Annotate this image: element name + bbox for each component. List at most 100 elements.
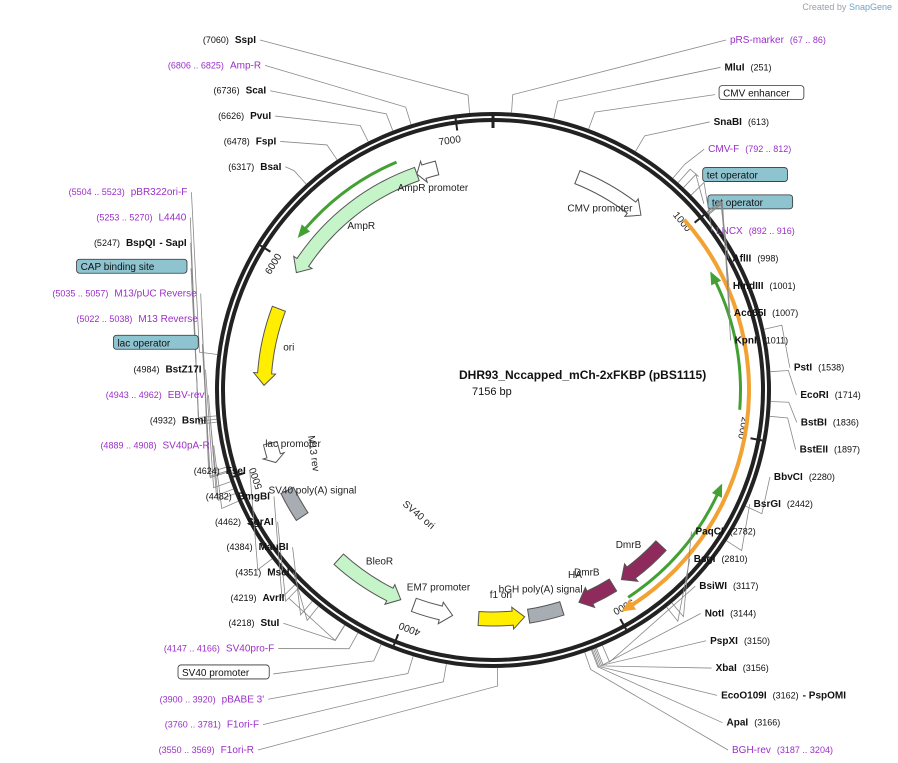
label-text-m13-reverse: (5022 .. 5038)M13 Reverse bbox=[76, 314, 198, 325]
label-name-bsteii: BstEII bbox=[800, 445, 829, 456]
label-ebv-rev: (4943 .. 4962)EBV-rev bbox=[106, 390, 205, 401]
plasmid-name: DHR93_Nccapped_mCh-2xFKBP (pBS1115) bbox=[459, 368, 706, 382]
label-name-fsei: FseI bbox=[226, 466, 246, 477]
label-pos-bsmi: (4932) bbox=[150, 415, 176, 425]
label-text-sspi: (7060)SspI bbox=[203, 35, 256, 46]
label-pos-prs-marker: (67 .. 86) bbox=[790, 35, 826, 45]
label-name-psti: PstI bbox=[794, 363, 813, 374]
feature-dmrb-2 bbox=[578, 578, 618, 609]
label-bsgi: BsgI(2810) bbox=[694, 554, 748, 565]
leader-acc65i bbox=[707, 201, 731, 314]
label-pos-apai: (3166) bbox=[754, 718, 780, 728]
leader-bstz17i bbox=[205, 369, 231, 489]
label-xbai: XbaI(3156) bbox=[716, 663, 769, 674]
label-bsrgi: BsrGI(2442) bbox=[754, 499, 813, 510]
label-fsei: (4624) FseI bbox=[194, 466, 246, 477]
label-box-lac-operator bbox=[113, 334, 199, 350]
label-name-f1ori-f: F1ori-F bbox=[227, 720, 259, 731]
feature-label-lac-promoter: lac promoter bbox=[265, 439, 321, 450]
label-extra-bspqi-sapi: - SapI bbox=[159, 238, 186, 249]
feature-label-ampr: AmpR bbox=[347, 221, 375, 232]
label-name-apai: ApaI bbox=[727, 718, 749, 729]
leader-ecori bbox=[770, 370, 797, 396]
label-bspqi-sapi: (5247) BspQI- SapI bbox=[94, 238, 187, 249]
label-pvui: (6626)PvuI bbox=[218, 111, 271, 122]
label-text-paqci: PaqCI(2782) bbox=[695, 527, 755, 538]
label-text-avrii: (4219)AvrII bbox=[231, 593, 285, 604]
label-pos-l4440: (5253 .. 5270) bbox=[96, 213, 152, 223]
label-name-bsmi: BsmI bbox=[182, 415, 207, 426]
label-name-mlui: MluI bbox=[725, 62, 745, 73]
label-name-bstz17i: BstZ17I bbox=[165, 365, 201, 376]
label-msci: (4351)MscI bbox=[235, 568, 289, 579]
leader-bsteii bbox=[769, 415, 797, 450]
label-acc65i: Acc65I(1007) bbox=[734, 308, 798, 319]
label-name-fspi: FspI bbox=[256, 136, 277, 147]
label-text-sv40pa-r: (4889 .. 4908)SV40pA-R bbox=[100, 441, 209, 452]
label-text-m13-puc-reverse: (5035 .. 5057)M13/pUC Reverse bbox=[52, 289, 197, 300]
label-text-pbr322ori-f: (5504 .. 5523)pBR322ori-F bbox=[69, 187, 188, 198]
label-pos-fsei: (4624) bbox=[194, 466, 220, 476]
tick-mark bbox=[693, 214, 705, 224]
leader-sv40pro-f bbox=[278, 632, 359, 650]
leader-sgrai bbox=[277, 521, 299, 603]
orange-feature-arc bbox=[621, 218, 752, 612]
label-name-paqci: PaqCI bbox=[695, 527, 724, 538]
label-mlui: MluI(251) bbox=[725, 62, 772, 73]
label-name-lac-operator: lac operator bbox=[117, 338, 170, 349]
label-box-cap-binding-site bbox=[76, 258, 188, 274]
feature-label-bgh-polya: bGH poly(A) signal bbox=[499, 584, 583, 595]
tick-label: 4000 bbox=[397, 619, 422, 637]
label-name-cmv-f: CMV-F bbox=[708, 144, 739, 155]
label-text-msci: (4351)MscI bbox=[235, 568, 289, 579]
leader-bbvci bbox=[745, 476, 771, 515]
leader-prs-marker bbox=[511, 39, 727, 113]
label-f1ori-f: (3760 .. 3781)F1ori-F bbox=[165, 720, 259, 731]
leader-snabi bbox=[635, 121, 710, 152]
label-pos-sv40pro-f: (4147 .. 4166) bbox=[164, 644, 220, 654]
label-name-avrii: AvrII bbox=[263, 593, 285, 604]
feature-bleor bbox=[333, 553, 402, 606]
label-pos-bsai: (6317) bbox=[228, 162, 254, 172]
feature-dmrb-1 bbox=[620, 540, 667, 582]
leader-bgh-rev bbox=[584, 652, 729, 751]
label-text-maubi: (4384)MauBI bbox=[227, 542, 289, 553]
leader-apai bbox=[591, 649, 723, 724]
tick-mark bbox=[750, 437, 763, 442]
tick-mark bbox=[454, 118, 459, 131]
label-pos-sv40pa-r: (4889 .. 4908) bbox=[100, 441, 156, 451]
label-name-msci: MscI bbox=[267, 568, 289, 579]
label-name-cmv-enhancer-box: CMV enhancer bbox=[723, 89, 790, 100]
label-name-m13-reverse: M13 Reverse bbox=[138, 314, 198, 325]
label-name-bsai: BsaI bbox=[260, 162, 281, 173]
label-text-mlui: MluI(251) bbox=[725, 62, 772, 73]
label-name-bgh-rev: BGH-rev bbox=[732, 745, 771, 756]
leader-pbabe-3 bbox=[268, 656, 414, 700]
label-name-bbvci: BbvCI bbox=[774, 472, 803, 483]
label-pos-bspqi-sapi: (5247) bbox=[94, 238, 120, 248]
label-name-bspqi-sapi: BspQI bbox=[126, 238, 156, 249]
label-ecori: EcoRI(1714) bbox=[800, 390, 860, 401]
feature-cmv-promoter bbox=[574, 169, 642, 218]
leader-bsmi bbox=[209, 420, 236, 501]
feature-label-cmv-promoter: CMV promoter bbox=[567, 204, 633, 215]
ha-label: HA bbox=[568, 570, 582, 581]
feature-f1-ori bbox=[477, 606, 526, 631]
label-pos-bbvci: (2280) bbox=[809, 472, 835, 482]
leader-bsrgi bbox=[726, 504, 751, 552]
label-name-tet-operator-1: tet operator bbox=[707, 171, 759, 182]
label-name-tet-operator-2: tet operator bbox=[712, 198, 764, 209]
label-pos-ebv-rev: (4943 .. 4962) bbox=[106, 390, 162, 400]
label-pos-bgh-rev: (3187 .. 3204) bbox=[777, 745, 833, 755]
green-feature-arc-3 bbox=[297, 160, 398, 239]
label-bstz17i: (4984)BstZ17I bbox=[133, 365, 201, 376]
label-name-prs-marker: pRS-marker bbox=[730, 35, 785, 46]
label-pos-maubi: (4384) bbox=[227, 542, 253, 552]
label-bsiwi: BsiWI(3117) bbox=[699, 581, 758, 592]
leader-pvui bbox=[275, 115, 369, 142]
label-text-bmgbi: (4482)BmgBI bbox=[206, 491, 270, 502]
label-maubi: (4384)MauBI bbox=[227, 542, 289, 553]
label-sv40-promoter-box: SV40 promoter bbox=[177, 664, 270, 680]
leader-kpni bbox=[708, 202, 731, 341]
label-f1ori-r: (3550 .. 3569)F1ori-R bbox=[159, 745, 254, 756]
